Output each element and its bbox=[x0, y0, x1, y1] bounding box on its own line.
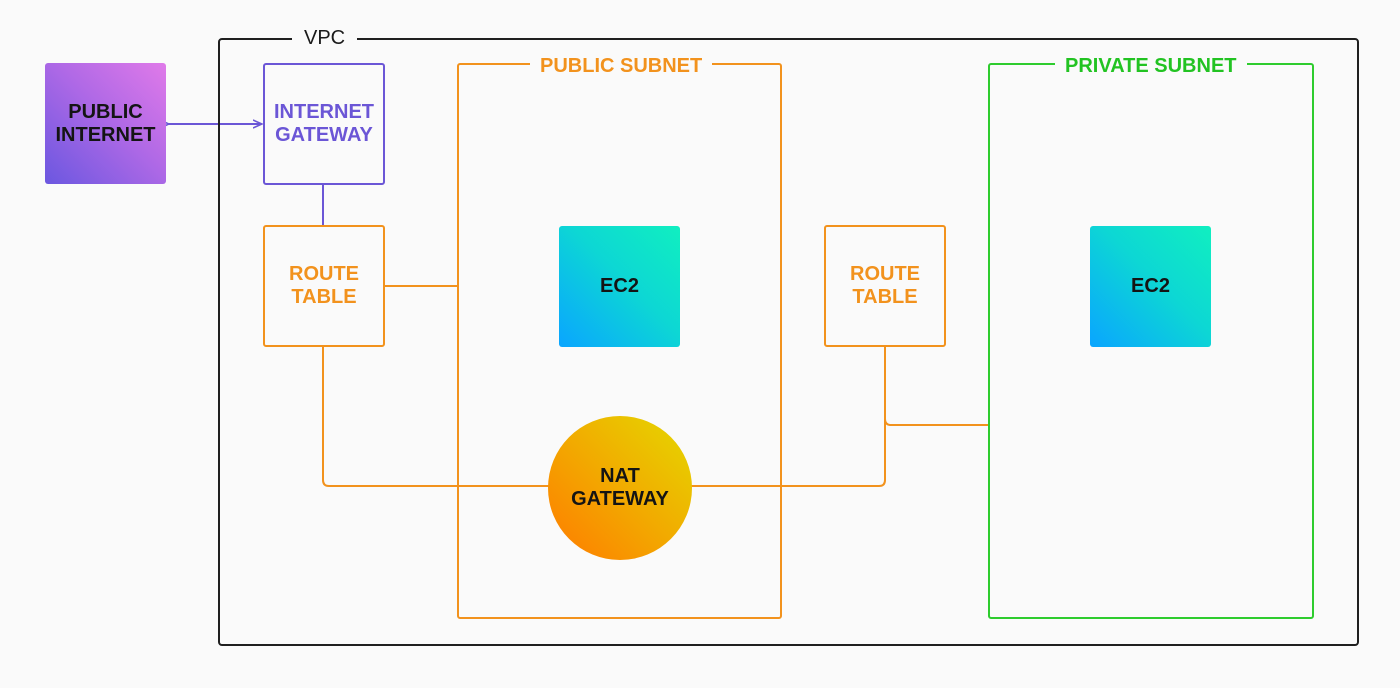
private-subnet-label: PRIVATE SUBNET bbox=[1055, 54, 1247, 78]
nat-rt2-link bbox=[691, 347, 886, 487]
public-internet-node: PUBLIC INTERNET bbox=[45, 63, 166, 184]
ec2-private-node: EC2 bbox=[1090, 226, 1211, 347]
vpc-boundary bbox=[218, 38, 1359, 646]
route-table-public-node: ROUTE TABLE bbox=[263, 225, 385, 347]
ec2-public-node: EC2 bbox=[559, 226, 680, 347]
vpc-label: VPC bbox=[292, 26, 358, 50]
route-table-private-node: ROUTE TABLE bbox=[824, 225, 946, 347]
nat-gateway-node: NAT GATEWAY bbox=[548, 416, 692, 560]
internet-gateway-node: INTERNET GATEWAY bbox=[263, 63, 385, 185]
rt2-private-link bbox=[884, 400, 988, 426]
rt1-nat-link bbox=[322, 347, 549, 487]
public-subnet-label: PUBLIC SUBNET bbox=[530, 54, 713, 78]
